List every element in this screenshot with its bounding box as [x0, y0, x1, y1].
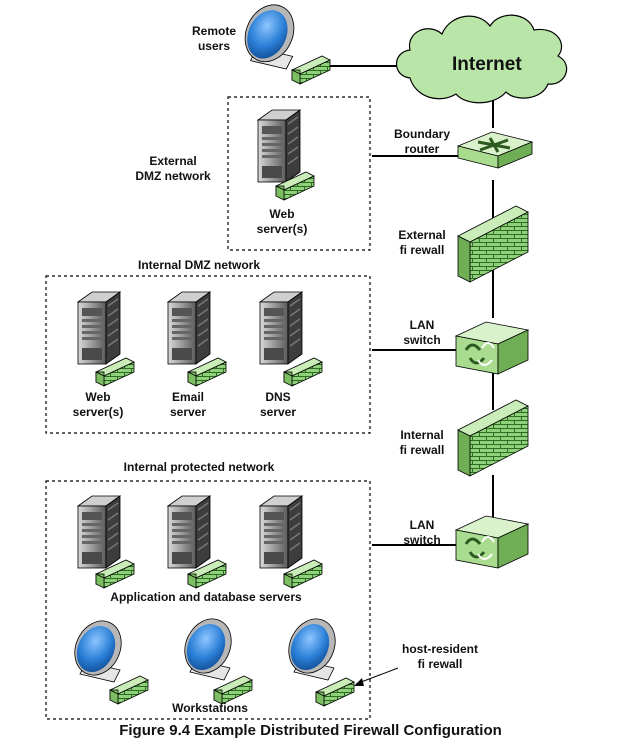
- external-firewall-line1: External: [398, 228, 446, 242]
- workstation-1-icon: [65, 612, 131, 684]
- workstation-2-icon: [175, 610, 241, 682]
- internal-protected-title: Internal protected network: [123, 460, 275, 474]
- internal-web-server-line1: Web: [85, 390, 111, 404]
- dns-server-label: DNS server: [260, 390, 296, 420]
- app-server-2-icon: [167, 495, 211, 569]
- workstations-label: Workstations: [172, 701, 248, 715]
- internet-label: Internet: [452, 54, 522, 75]
- remote-user-firewall-icon: [291, 55, 331, 85]
- host-resident-arrow: [355, 667, 399, 685]
- external-firewall-line2: fi rewall: [399, 243, 445, 257]
- lan-switch-2-line1: LAN: [409, 518, 435, 532]
- external-firewall-label: External fi rewall: [398, 228, 445, 258]
- remote-users-line1: Remote: [191, 24, 237, 38]
- remote-user-workstation-icon: [235, 0, 304, 71]
- external-web-server-line1: Web: [269, 207, 295, 221]
- external-dmz-label: External DMZ network: [135, 154, 210, 184]
- internal-firewall-line2: fi rewall: [399, 443, 445, 457]
- network-links: [330, 65, 494, 546]
- internal-dmz-title: Internal DMZ network: [137, 258, 261, 272]
- figure-caption: Figure 9.4 Example Distributed Firewall …: [119, 722, 502, 739]
- lan-switch-1-icon: [454, 320, 530, 376]
- external-dmz-zone: [227, 96, 371, 251]
- external-dmz-line1: External: [149, 154, 197, 168]
- internal-web-server-icon: [77, 291, 121, 365]
- external-web-server-icon: [257, 109, 301, 183]
- lan-switch-2-label: LAN switch: [403, 518, 440, 548]
- workstation-1-firewall-icon: [109, 675, 149, 705]
- dns-server-icon: [259, 291, 303, 365]
- boundary-router-line1: Boundary: [393, 127, 451, 141]
- app-db-servers-label: Application and database servers: [110, 590, 302, 604]
- internet-cloud-icon: [395, 14, 568, 104]
- email-server-line1: Email: [171, 390, 205, 404]
- email-server-icon: [167, 291, 211, 365]
- host-resident-line2: fi rewall: [417, 657, 463, 671]
- internal-dmz-zone: [45, 275, 371, 434]
- email-server-label: Email server: [170, 390, 206, 420]
- workstation-3-firewall-icon: [315, 677, 355, 707]
- external-web-server-label: Web server(s): [257, 207, 308, 237]
- email-server-line2: server: [169, 405, 207, 419]
- external-web-server-line2: server(s): [256, 222, 308, 236]
- lan-switch-2-icon: [454, 514, 530, 570]
- internal-web-server-line2: server(s): [72, 405, 124, 419]
- host-resident-arrowhead: [354, 678, 364, 686]
- app-server-1-icon: [77, 495, 121, 569]
- internal-firewall-icon: [457, 399, 529, 477]
- lan-switch-2-line2: switch: [403, 533, 441, 547]
- workstation-3-icon: [279, 610, 345, 682]
- internal-web-server-label: Web server(s): [73, 390, 124, 420]
- dns-server-line2: server: [259, 405, 297, 419]
- internal-firewall-label: Internal fi rewall: [400, 428, 445, 458]
- external-dmz-line2: DMZ network: [135, 169, 211, 183]
- host-resident-firewall-label: host-resident fi rewall: [402, 642, 478, 672]
- router-icon: [456, 131, 534, 169]
- host-resident-line1: host-resident: [401, 642, 479, 656]
- internal-protected-zone: [45, 480, 371, 720]
- lan-switch-1-line2: switch: [403, 333, 441, 347]
- lan-switch-1-line1: LAN: [409, 318, 435, 332]
- dns-server-line1: DNS: [265, 390, 291, 404]
- boundary-router-line2: router: [404, 142, 440, 156]
- boundary-router-label: Boundary router: [394, 127, 450, 157]
- lan-switch-1-label: LAN switch: [403, 318, 440, 348]
- workstation-2-firewall-icon: [213, 675, 253, 705]
- remote-users-line2: users: [197, 39, 231, 53]
- app-server-3-icon: [259, 495, 303, 569]
- remote-users-label: Remote users: [192, 24, 236, 54]
- internal-firewall-line1: Internal: [400, 428, 444, 442]
